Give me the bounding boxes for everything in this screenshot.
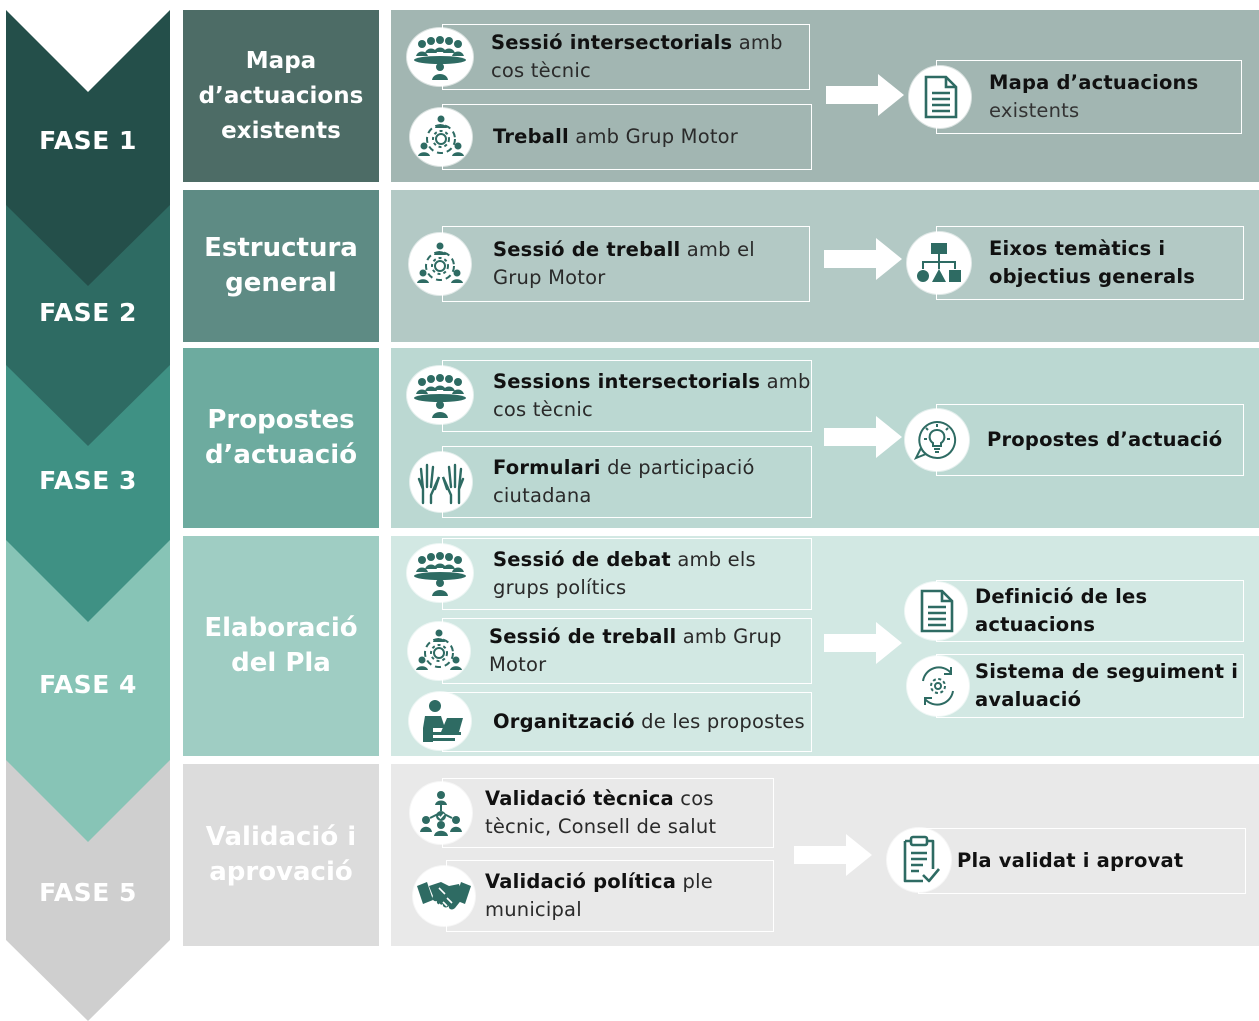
phase-3-title: Propostes d’actuació (183, 348, 379, 528)
arrow-right-icon (826, 74, 904, 116)
document-icon (905, 582, 967, 640)
result-box: Sistema de seguiment i avaluació (936, 654, 1244, 718)
phase-1-title: Mapa d’actuacions existents (183, 10, 379, 182)
arrow-right-icon (794, 834, 872, 876)
phase-chevrons (6, 10, 170, 1021)
activity-box: Sessions intersectorials amb cos tècnic (442, 360, 812, 432)
network-people-icon (410, 782, 472, 844)
activity-box: Sessió intersectorials amb cos tècnic (442, 24, 810, 90)
team-gear-icon (408, 622, 470, 680)
hierarchy-icon (907, 232, 971, 294)
chevron-fase-3 (6, 345, 170, 622)
person-laptop-icon (409, 692, 471, 750)
activity-box: Organització de les propostes (442, 692, 812, 752)
phase-4-title: Elaboració del Pla (183, 536, 379, 756)
phase-5-title: Validació i aprovació (183, 764, 379, 946)
meeting-group-icon (407, 28, 473, 86)
result-box: Propostes d’actuació (936, 404, 1244, 476)
document-icon (909, 66, 971, 128)
activity-box: Validació política ple municipal (446, 860, 774, 932)
clipboard-check-icon (887, 828, 951, 892)
chevron-fase-4 (6, 520, 170, 842)
raised-hands-icon (410, 452, 472, 512)
result-box: Eixos temàtics i objectius generals (936, 226, 1244, 300)
fase-1-label: FASE 1 (39, 126, 137, 155)
phase-1-panel (391, 10, 1259, 182)
activity-box: Formulari de participació ciutadana (442, 446, 812, 518)
meeting-group-icon (407, 544, 473, 602)
team-gear-icon (409, 233, 471, 295)
cycle-gear-icon (907, 656, 969, 716)
fase-2-label: FASE 2 (39, 298, 137, 327)
chevron-fase-5 (6, 730, 170, 1021)
activity-box: Sessió de treball amb el Grup Motor (442, 226, 810, 302)
phase-2-title: Estructura general (183, 190, 379, 342)
arrow-right-icon (824, 416, 902, 458)
result-box: Definició de les actuacions (936, 580, 1244, 642)
arrow-right-icon (824, 238, 902, 280)
result-box: Mapa d’actuacions existents (936, 60, 1242, 134)
meeting-group-icon (407, 366, 473, 424)
activity-box: Sessió de treball amb Grup Motor (442, 618, 812, 684)
chevron-fase-2 (6, 185, 170, 446)
lightbulb-icon (905, 409, 969, 471)
fase-5-label: FASE 5 (39, 878, 137, 907)
fase-4-label: FASE 4 (39, 670, 137, 699)
handshake-icon (413, 866, 475, 926)
arrow-right-icon (824, 622, 902, 664)
activity-box: Treball amb Grup Motor (442, 104, 812, 170)
result-box: Pla validat i aprovat (918, 828, 1246, 894)
activity-box: Sessió de debat amb els grups polítics (442, 538, 812, 610)
fase-3-label: FASE 3 (39, 466, 137, 495)
activity-box: Validació tècnica cos tècnic, Consell de… (442, 778, 774, 848)
team-gear-icon (410, 108, 472, 166)
chevron-fase-1 (6, 10, 170, 286)
